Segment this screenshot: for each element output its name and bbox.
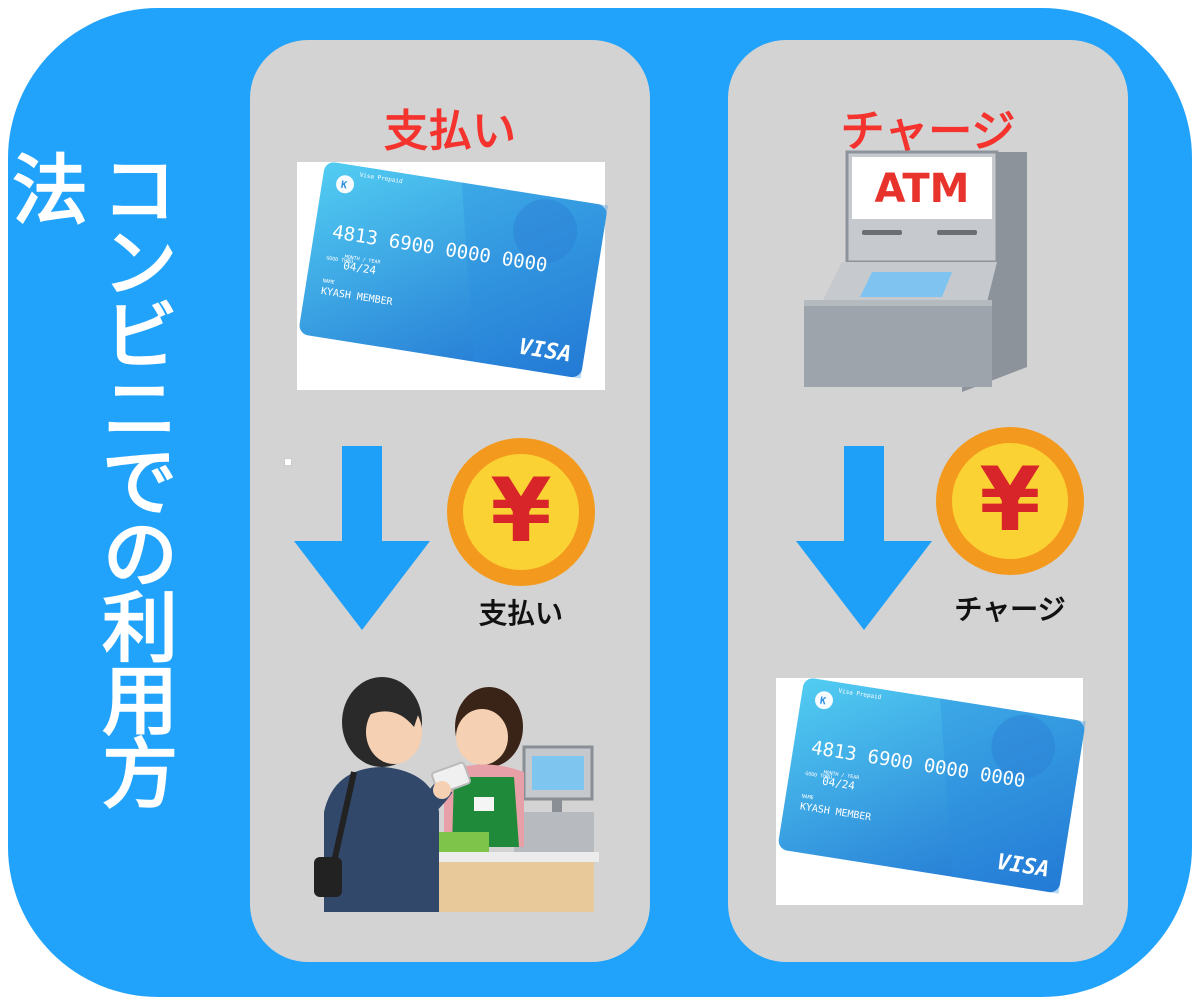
- charge-coin-label: チャージ: [935, 588, 1085, 628]
- payment-coin-label: 支払い: [446, 592, 596, 632]
- payment-down-arrow: [294, 446, 430, 634]
- payment-yen-coin-icon: ¥: [446, 437, 596, 587]
- atm-screen-text: ATM: [875, 166, 970, 212]
- checkout-illustration: [314, 672, 604, 912]
- charge-card-image: K Visa Prepaid 4813 6900 0000 0000 GOOD …: [776, 678, 1083, 905]
- page-title: コンビニでの利用方法: [88, 150, 178, 850]
- charge-down-arrow: [796, 446, 932, 634]
- payment-heading: 支払い: [250, 95, 650, 159]
- payment-yen-symbol: ¥: [490, 459, 551, 562]
- payment-card-image: K Visa Prepaid 4813 6900 0000 0000 GOOD …: [297, 162, 605, 390]
- charge-yen-symbol: ¥: [979, 448, 1040, 551]
- atm-illustration: ATM: [802, 152, 1032, 392]
- charge-yen-coin-icon: ¥: [935, 426, 1085, 576]
- stray-marker: [284, 458, 292, 466]
- charge-heading: チャージ: [728, 95, 1128, 159]
